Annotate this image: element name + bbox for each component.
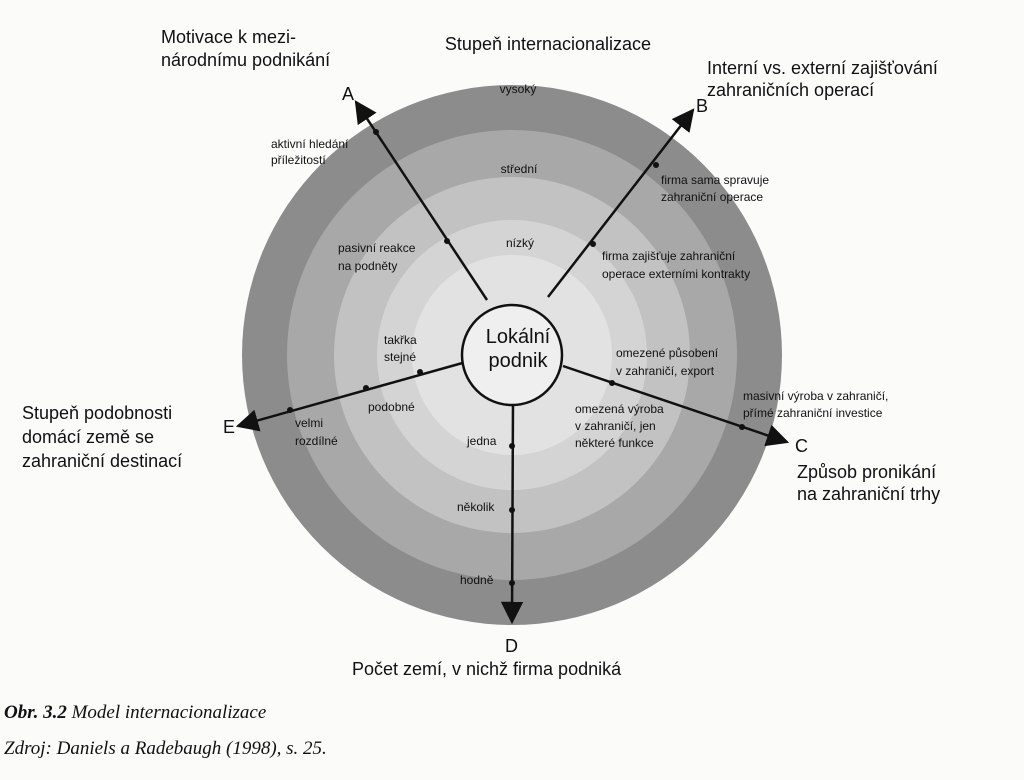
axis-c-point-2-line1: omezená výroba — [575, 402, 664, 416]
axis-e-title-line2: domácí země se — [22, 427, 154, 447]
figure-caption: Obr. 3.2 Model internacionalizace — [4, 702, 266, 724]
axis-a-point-2-line1: pasivní reakce — [338, 241, 416, 255]
axis-a-point-2: pasivní reakce na podněty — [338, 241, 419, 273]
axis-e-letter: E — [223, 417, 235, 437]
axis-b-point-1-line1: firma sama spravuje — [661, 173, 769, 187]
axis-c-point-3-line2: přímé zahraniční investice — [743, 406, 883, 420]
axis-b-point-2: firma zajišťuje zahraniční operace exter… — [602, 249, 750, 281]
axis-c-point-3-line1: masivní výroba v zahraničí, — [743, 389, 888, 403]
axis-e-point-1-line2: stejné — [384, 350, 416, 364]
axis-c-title: Způsob pronikání na zahraniční trhy — [797, 462, 941, 504]
axis-b-point-2-line2: operace externími kontrakty — [602, 267, 750, 281]
axis-a-title-line2: národnímu podnikání — [161, 50, 330, 70]
axis-c-point-1: omezené působení v zahraničí, export — [616, 346, 721, 378]
axis-a-letter: A — [342, 84, 354, 104]
axis-e-title-line3: zahraniční destinací — [22, 451, 182, 471]
ring-label-mid: střední — [501, 162, 538, 176]
axis-b-line — [547, 108, 695, 298]
axis-b-dot-1 — [590, 241, 596, 247]
axis-d-dot-2 — [509, 507, 515, 513]
axis-d-dot-1 — [509, 443, 515, 449]
axis-a-point-1-line2: příležitostí — [271, 153, 326, 167]
axis-c-point-1-line2: v zahraničí, export — [616, 364, 715, 378]
axis-c-point-2-line3: některé funkce — [575, 436, 654, 450]
axis-e-title-line1: Stupeň podobnosti — [22, 403, 172, 423]
figure-source: Zdroj: Daniels a Radebaugh (1998), s. 25… — [4, 738, 327, 759]
axis-d-title-line1: Počet zemí, v nichž firma podniká — [352, 659, 622, 679]
axis-e-line — [235, 360, 467, 432]
axis-e-dot-3 — [287, 407, 293, 413]
axis-d-title: Počet zemí, v nichž firma podniká — [352, 659, 622, 679]
axis-b-title-line2: zahraničních operací — [707, 80, 874, 100]
axis-c-line — [562, 364, 790, 447]
axis-c-point-2-line2: v zahraničí, jen — [575, 419, 656, 433]
axis-d-letter: D — [505, 636, 518, 656]
axis-e-point-1-line1: takřka — [384, 333, 417, 347]
axis-b-point-1: firma sama spravuje zahraniční operace — [661, 173, 772, 204]
axis-b-title-line1: Interní vs. externí zajišťování — [707, 58, 938, 78]
ring-label-low: nízký — [506, 236, 534, 250]
axis-b-point-1-line2: zahraniční operace — [661, 190, 763, 204]
axis-c-dot-1 — [609, 380, 615, 386]
axis-b-point-2-line1: firma zajišťuje zahraniční — [602, 249, 736, 263]
axis-e-point-3-line2: rozdílné — [295, 434, 338, 448]
axis-b-title: Interní vs. externí zajišťování zahranič… — [707, 58, 943, 100]
axis-e-point-3: velmi rozdílné — [295, 416, 338, 448]
axis-a-line — [354, 100, 489, 301]
axis-b-letter: B — [696, 96, 708, 116]
axis-c-point-3: masivní výroba v zahraničí, přímé zahran… — [743, 389, 892, 420]
figure-number: Obr. 3.2 — [4, 702, 67, 723]
center-circle — [460, 303, 564, 407]
axis-e-point-3-line1: velmi — [295, 416, 323, 430]
axis-c-letter: C — [795, 436, 808, 456]
axis-e-dot-1 — [417, 369, 423, 375]
axis-a-point-1: aktivní hledání příležitostí — [271, 137, 352, 167]
axis-e-dot-2 — [363, 385, 369, 391]
axis-a-point-1-line1: aktivní hledání — [271, 137, 349, 151]
figure-title: Model internacionalizace — [71, 702, 267, 723]
axis-c-point-1-line1: omezené působení — [616, 346, 719, 360]
axis-e-point-2: podobné — [368, 400, 415, 414]
ring-label-high: vysoký — [500, 82, 537, 96]
axis-e-point-1: takřka stejné — [384, 333, 420, 364]
axis-c-dot-2 — [739, 424, 745, 430]
diagram-title: Stupeň internacionalizace — [445, 34, 651, 54]
axis-c-title-line2: na zahraniční trhy — [797, 484, 940, 504]
axis-d-dot-3 — [509, 580, 515, 586]
axis-a-point-2-line2: na podněty — [338, 259, 397, 273]
axis-a-dot-2 — [373, 129, 379, 135]
axis-d-point-2: několik — [457, 500, 495, 514]
axis-c-title-line1: Způsob pronikání — [797, 462, 936, 482]
axis-d-point-1: jedna — [466, 434, 497, 448]
axis-d-point-3: hodně — [460, 573, 494, 587]
axis-a-title-line1: Motivace k mezi- — [161, 27, 296, 47]
axis-e-title: Stupeň podobnosti domácí země se zahrani… — [22, 403, 182, 471]
axis-a-dot-1 — [444, 238, 450, 244]
axis-a-title: Motivace k mezi- národnímu podnikání — [161, 27, 330, 70]
axis-c-point-2: omezená výroba v zahraničí, jen některé … — [575, 402, 667, 450]
axis-b-dot-2 — [653, 162, 659, 168]
center-label-line1: Lokální — [486, 326, 551, 348]
center-label-line2: podnik — [489, 350, 549, 372]
